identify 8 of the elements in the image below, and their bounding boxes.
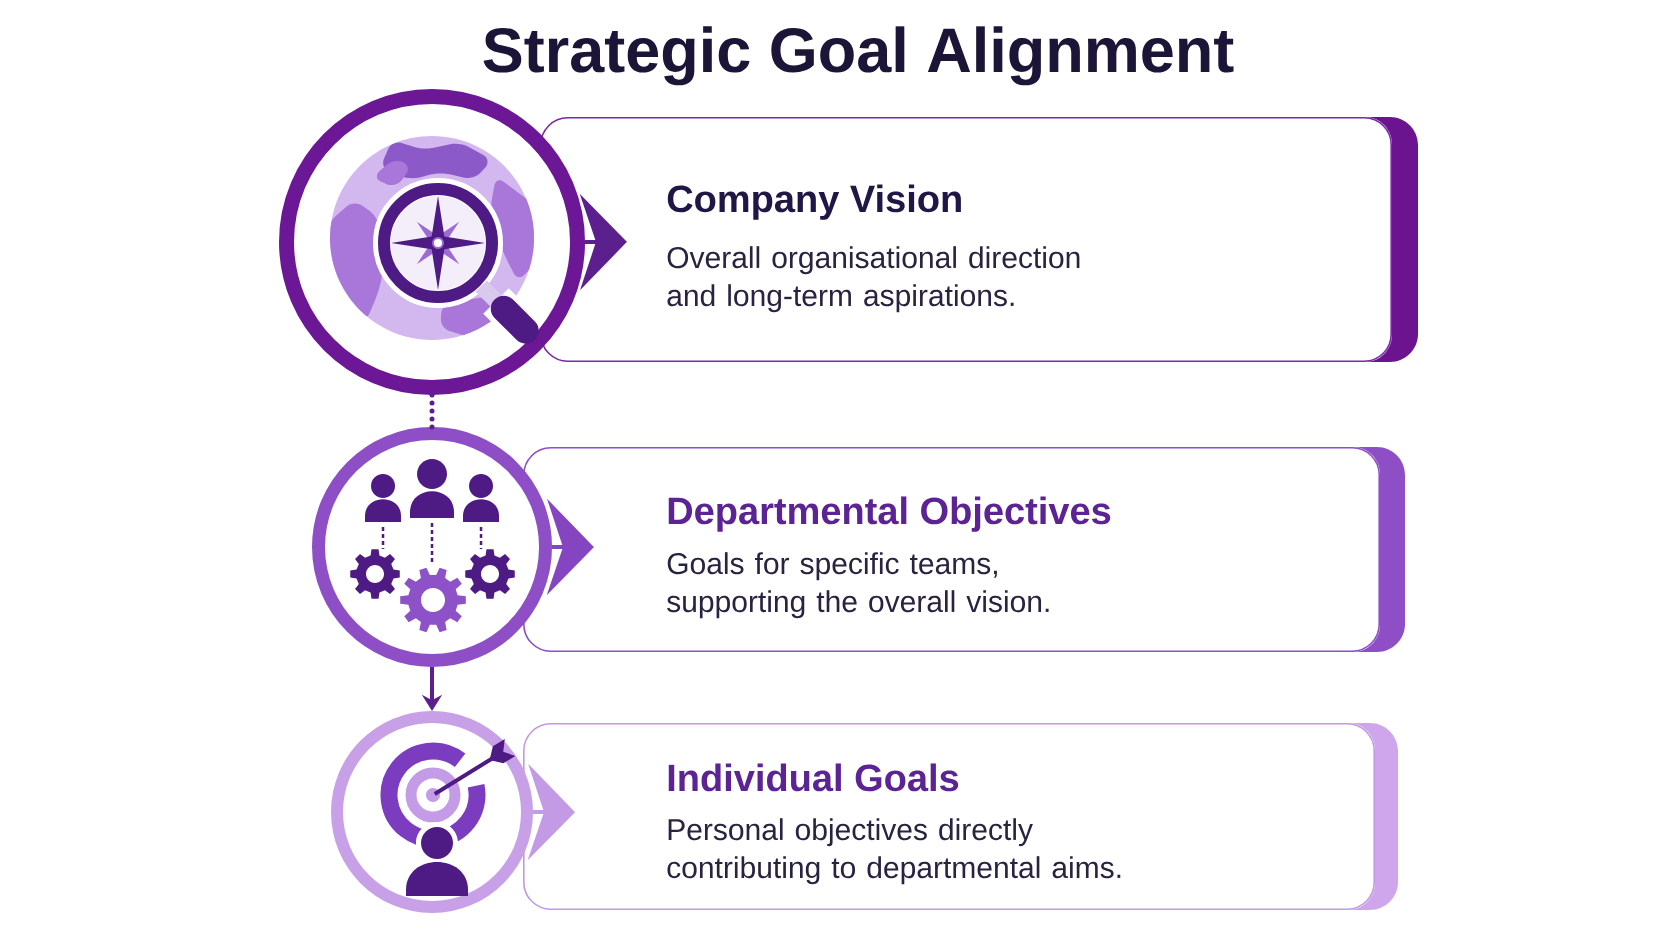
heading: Individual Goals xyxy=(668,763,959,792)
connector-line xyxy=(429,392,435,430)
title: Strategic Goal Alignment xyxy=(483,26,1234,86)
description: Personal objectives directly contributing to departmental aims. xyxy=(667,818,1121,885)
heading: Company Vision xyxy=(667,184,961,220)
heading: Departmental Objectives xyxy=(668,496,1111,532)
description: Goals for specific teams, supporting the overall vision. xyxy=(667,552,1049,619)
description: Overall organisational direction and long-term aspirations. xyxy=(667,246,1080,313)
